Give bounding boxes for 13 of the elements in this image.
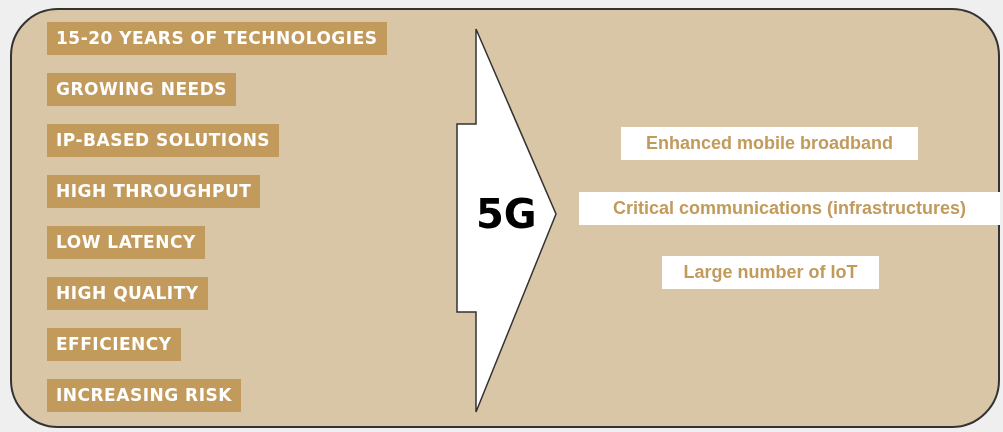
panel-background [10, 8, 1000, 428]
label-bar: LOW LATENCY [47, 226, 205, 259]
label-bar: HIGH THROUGHPUT [47, 175, 261, 208]
label-bar: 15-20 YEARS OF TECHNOLOGIES [47, 22, 387, 55]
feature-label: Enhanced mobile broadband [621, 127, 918, 160]
label-bar: HIGH QUALITY [47, 277, 208, 310]
label-bar: EFFICIENCY [47, 328, 181, 361]
label-bar: IP-BASED SOLUTIONS [47, 124, 280, 157]
feature-label: Large number of IoT [662, 256, 879, 289]
label-bar: GROWING NEEDS [47, 73, 236, 106]
arrow-label: 5G [476, 194, 537, 234]
feature-label: Critical communications (infrastructures) [579, 192, 1000, 225]
label-bar: INCREASING RISK [47, 379, 241, 412]
